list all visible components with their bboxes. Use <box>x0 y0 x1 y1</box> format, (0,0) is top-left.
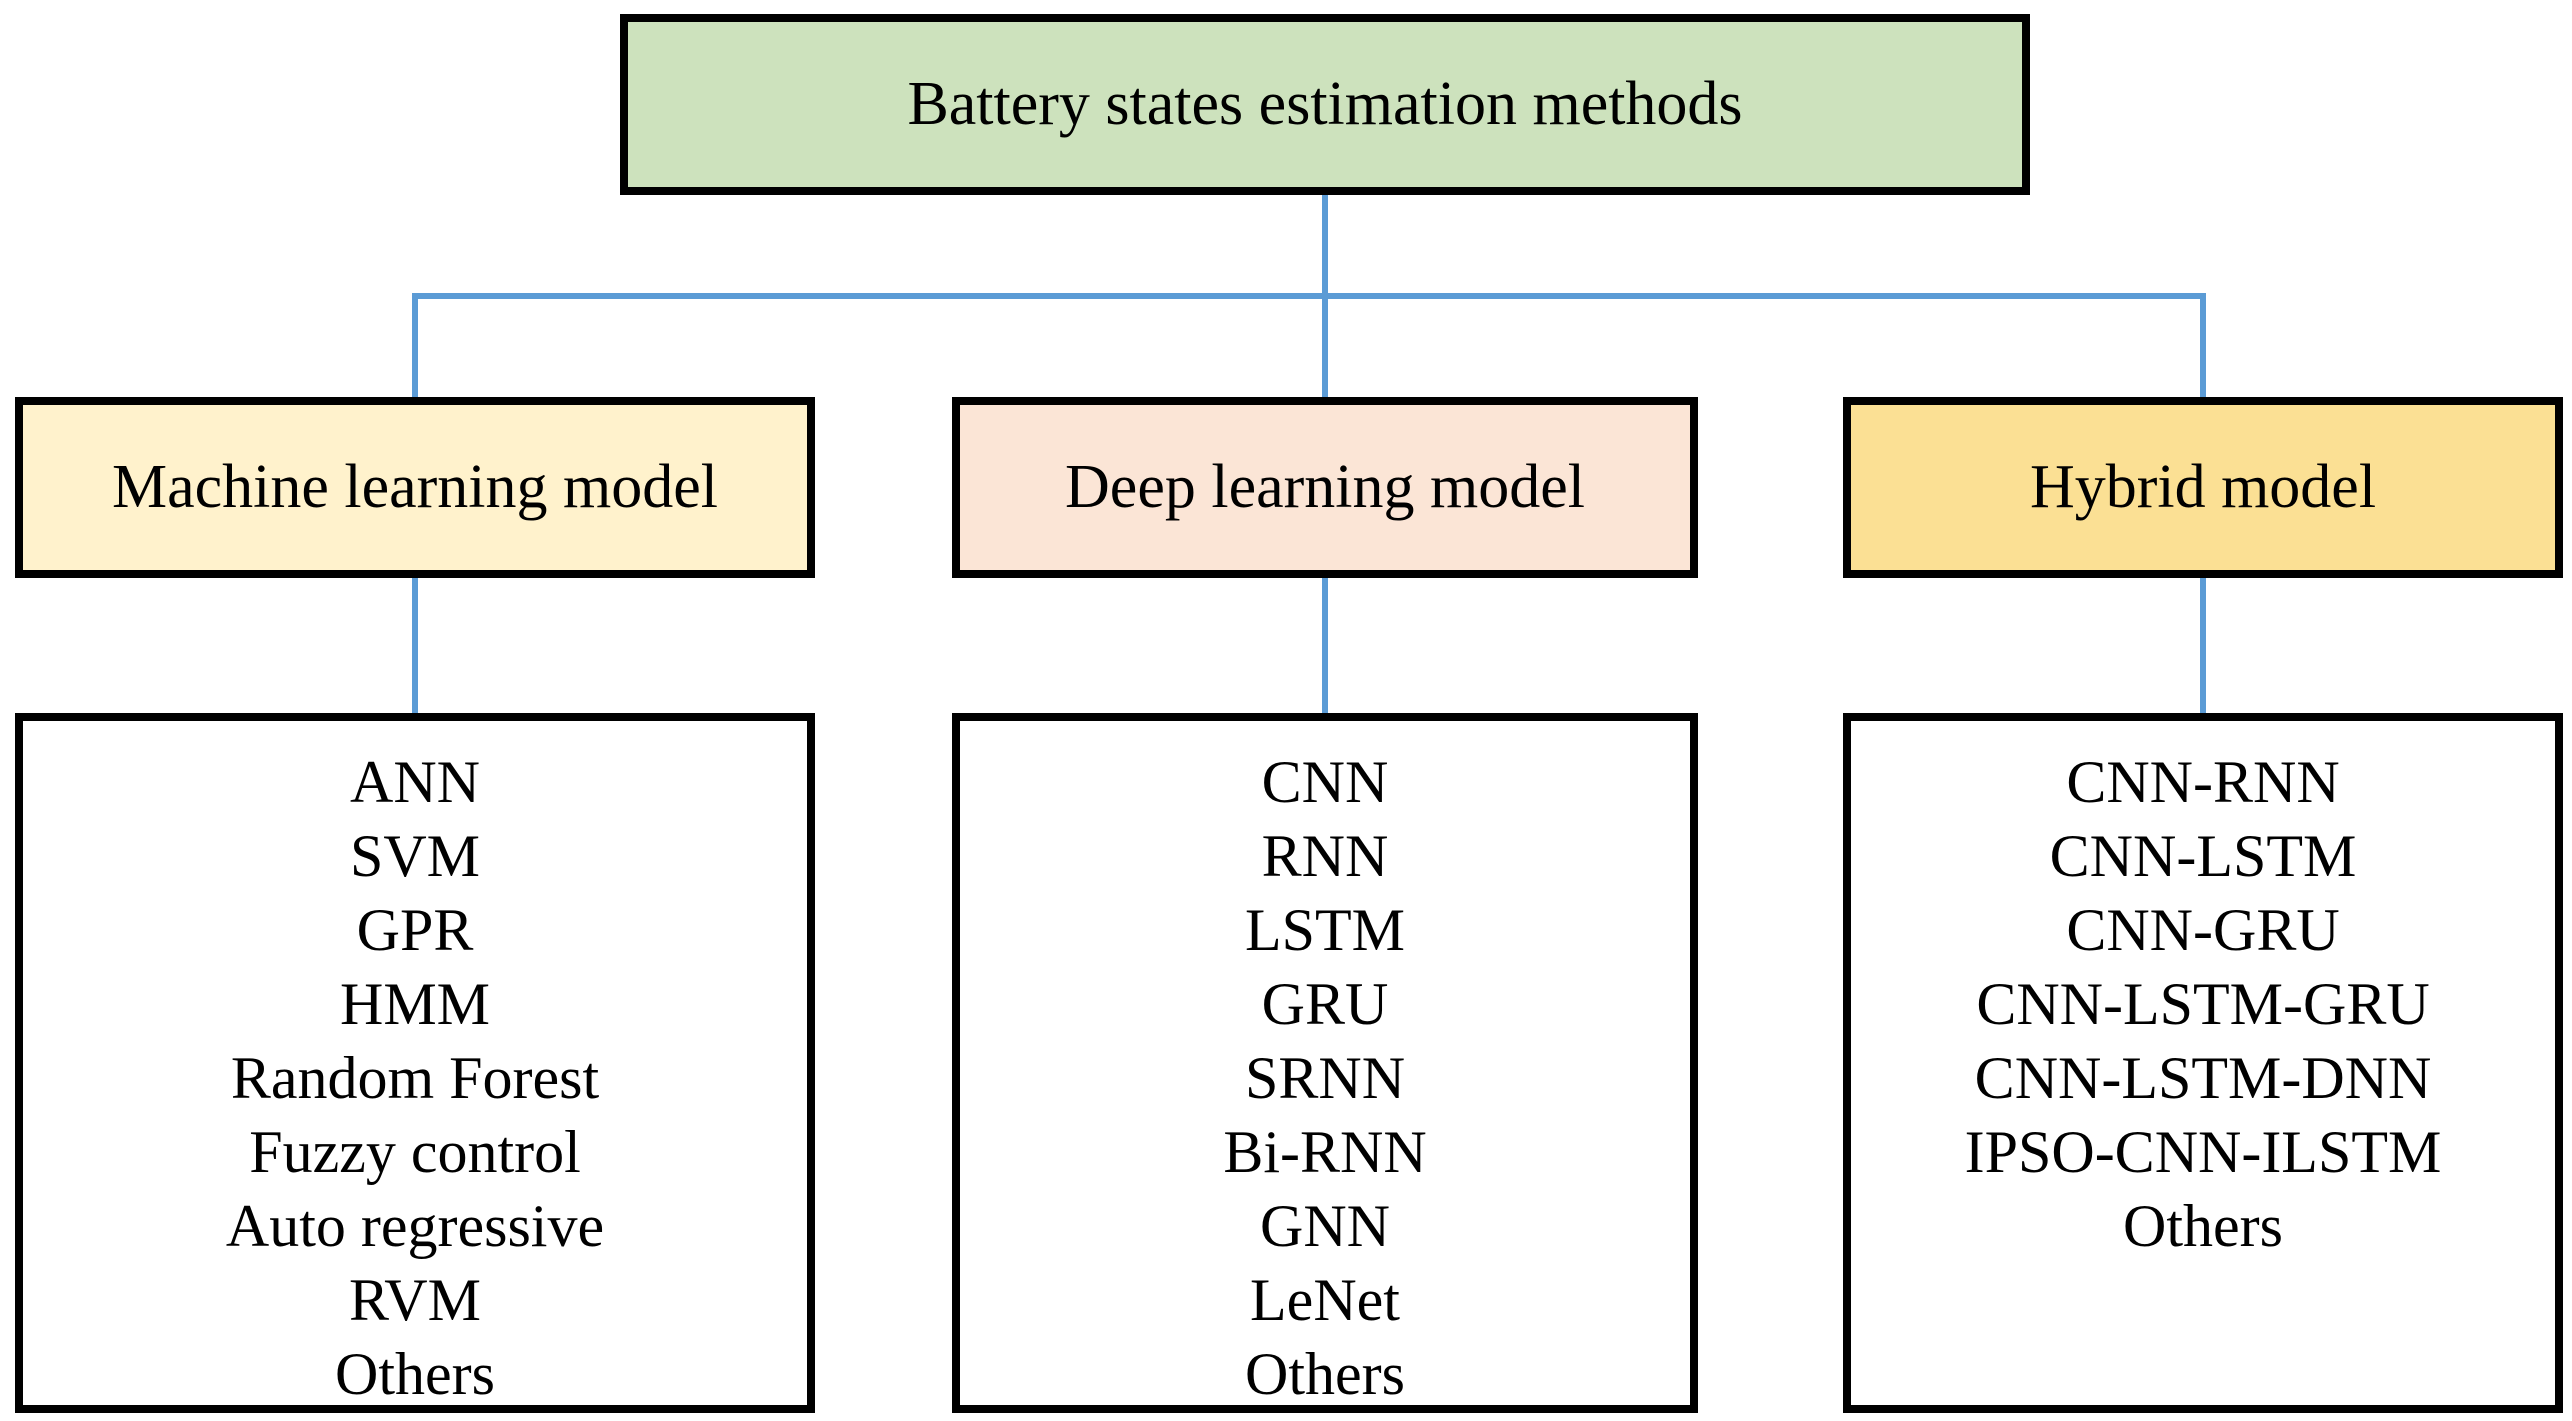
list-item: GNN <box>1260 1193 1390 1259</box>
list-item: Others <box>1245 1341 1405 1407</box>
list-item: RVM <box>349 1267 481 1333</box>
list-box-machine-learning: ANN SVM GPR HMM Random Forest Fuzzy cont… <box>15 713 815 1413</box>
list-item: CNN-LSTM <box>2049 823 2357 889</box>
list-item: Random Forest <box>230 1045 600 1111</box>
list-item: CNN-LSTM-DNN <box>1974 1045 2432 1111</box>
list-item: RNN <box>1261 823 1389 889</box>
category-node-deep-learning-model: Deep learning model <box>952 397 1698 578</box>
list-item: ANN <box>350 749 480 815</box>
list-box-hybrid: CNN-RNN CNN-LSTM CNN-GRU CNN-LSTM-GRU CN… <box>1843 713 2563 1413</box>
category-node-machine-learning-model: Machine learning model <box>15 397 815 578</box>
category-label-deep-learning: Deep learning model <box>1065 453 1585 522</box>
list-item: GRU <box>1261 971 1389 1037</box>
list-item: LeNet <box>1250 1267 1400 1333</box>
list-item: Fuzzy control <box>249 1119 581 1185</box>
list-item: HMM <box>339 971 491 1037</box>
list-item: CNN-LSTM-GRU <box>1976 971 2430 1037</box>
list-item: SVM <box>349 823 481 889</box>
list-item: CNN-RNN <box>2066 749 2340 815</box>
category-label-hybrid: Hybrid model <box>2029 453 2377 522</box>
list-item: CNN-GRU <box>2066 897 2340 963</box>
root-node-label: Battery states estimation methods <box>907 70 1743 139</box>
root-node-battery-states-estimation-methods: Battery states estimation methods <box>620 14 2030 195</box>
category-node-hybrid-model: Hybrid model <box>1843 397 2563 578</box>
list-item: Others <box>2123 1193 2283 1259</box>
list-item: Others <box>335 1341 495 1407</box>
list-item: LSTM <box>1244 897 1406 963</box>
list-item: SRNN <box>1244 1045 1406 1111</box>
list-item: CNN <box>1261 749 1389 815</box>
category-label-machine-learning: Machine learning model <box>111 453 718 522</box>
list-item: Bi-RNN <box>1223 1119 1427 1185</box>
list-box-deep-learning: CNN RNN LSTM GRU SRNN Bi-RNN GNN LeNet O… <box>952 713 1698 1413</box>
list-item: Auto regressive <box>225 1193 605 1259</box>
list-item: IPSO-CNN-ILSTM <box>1964 1119 2442 1185</box>
list-item: GPR <box>356 897 474 963</box>
